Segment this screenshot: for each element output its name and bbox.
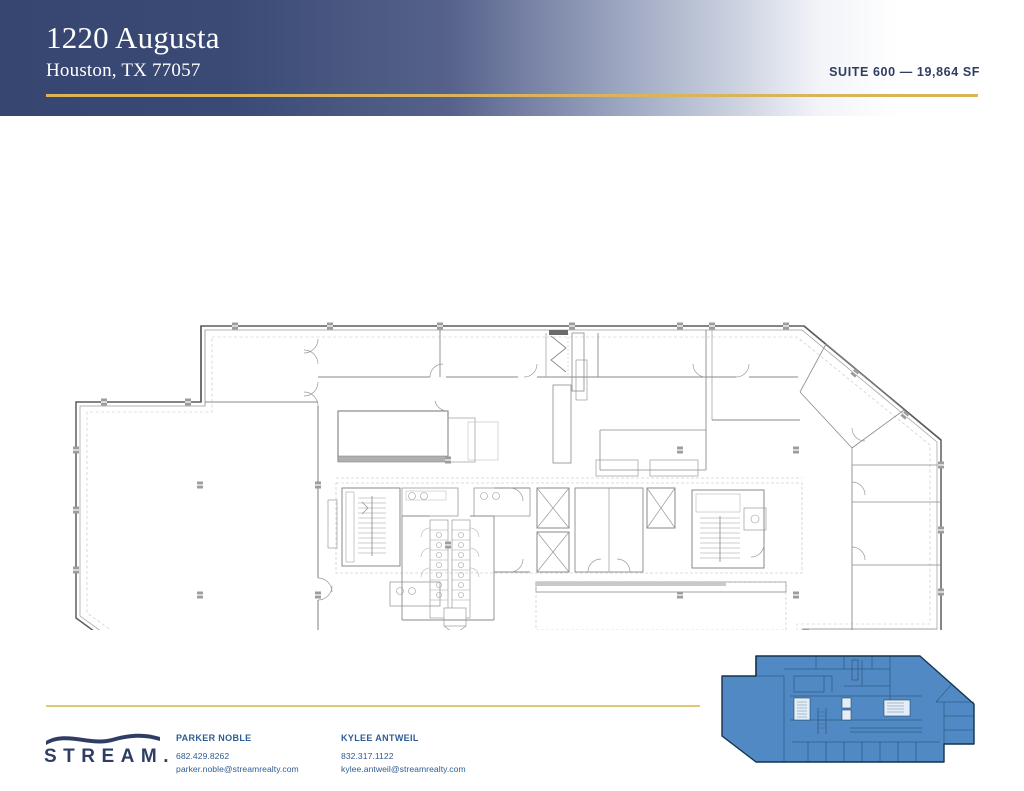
contact-kylee-antweil: KYLEE ANTWEIL 832.317.1122 kylee.antweil… [341,732,466,775]
key-plan-thumbnail [721,655,975,763]
contact-email[interactable]: parker.noble@streamrealty.com [176,763,299,774]
contact-name: KYLEE ANTWEIL [341,733,419,743]
page-title: 1220 Augusta [46,20,220,55]
footer: STREAM. PARKER NOBLE 682.429.8262 parker… [0,715,1024,791]
floor-plan-drawing [73,322,944,630]
stream-wordmark: STREAM. [44,746,175,767]
suite-size-label: SUITE 600 — 19,864 SF [829,65,980,79]
footer-gold-rule [46,705,700,707]
contact-phone[interactable]: 832.317.1122 [341,751,394,762]
contact-name: PARKER NOBLE [176,733,252,743]
contact-phone[interactable]: 682.429.8262 [176,751,230,762]
floor-plan-container [0,130,1024,630]
contact-parker-noble: PARKER NOBLE 682.429.8262 parker.noble@s… [176,732,299,775]
header-banner: 1220 Augusta Houston, TX 77057 SUITE 600… [0,0,1024,116]
key-plan-container [712,638,987,778]
header-gold-rule [46,94,978,97]
stream-logo: STREAM. [44,730,169,770]
stream-wave-icon [46,733,160,745]
contact-email[interactable]: kylee.antweil@streamrealty.com [341,763,466,774]
page-subtitle: Houston, TX 77057 [46,60,201,81]
